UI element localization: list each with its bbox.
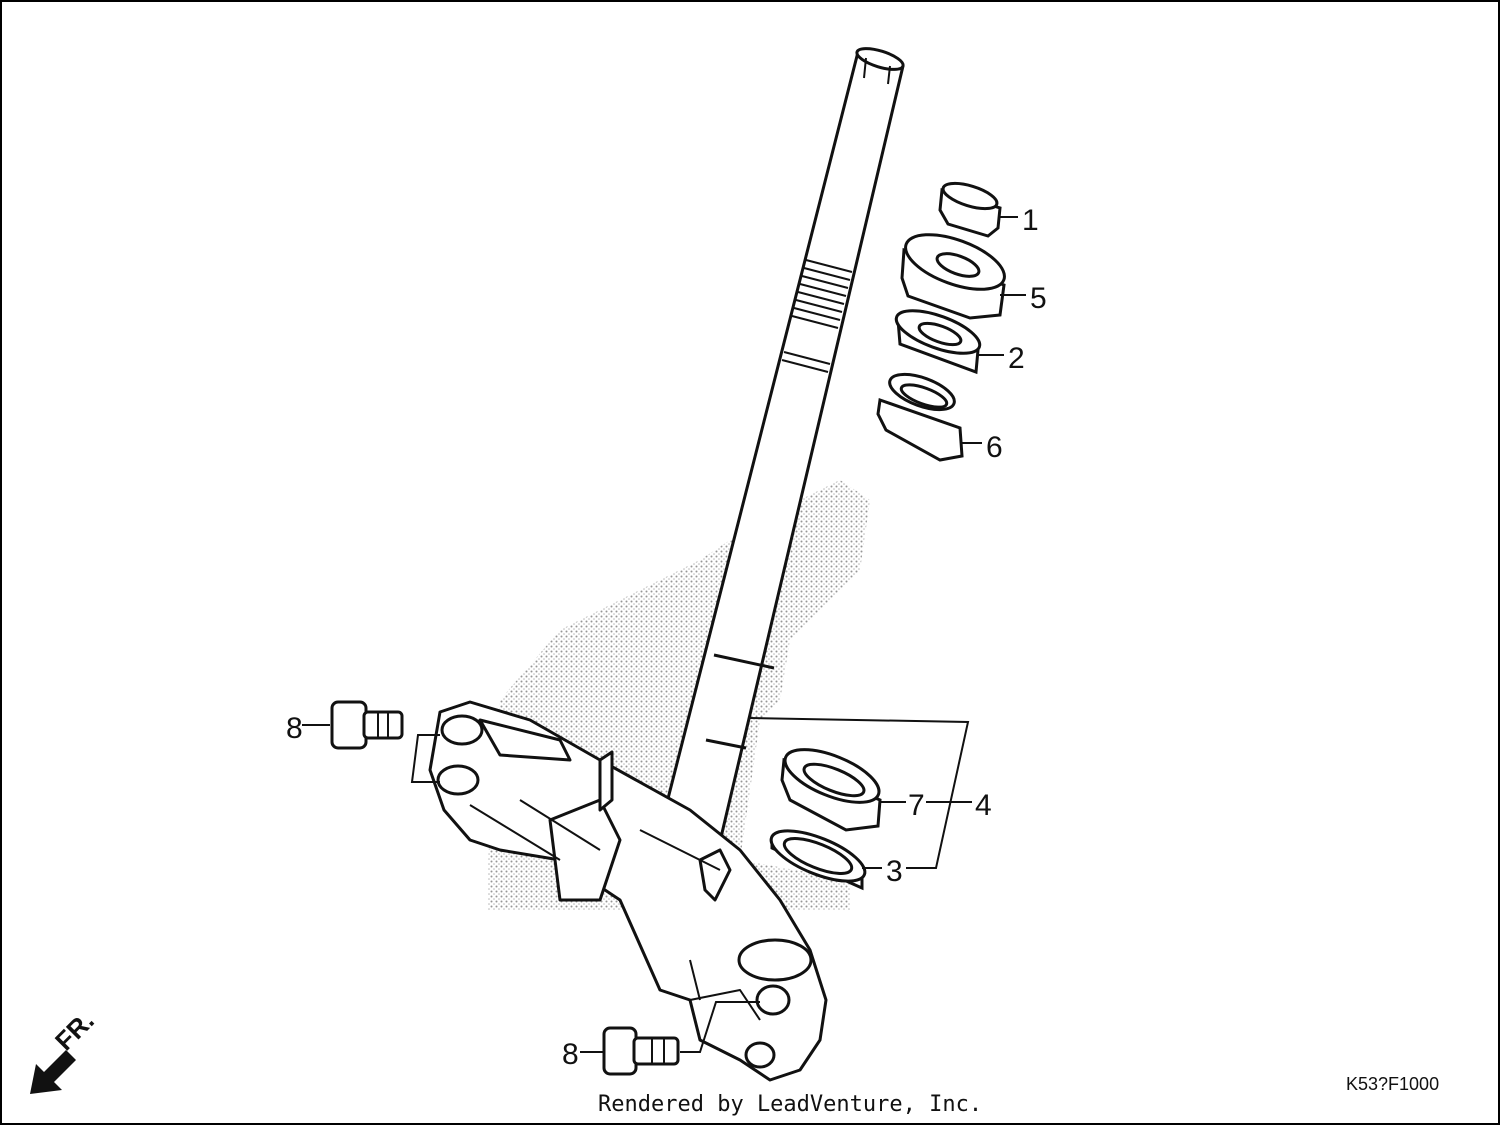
- callout-8-lower: 8: [562, 1038, 579, 1071]
- callout-3: 3: [886, 855, 903, 888]
- part-2-bearing: [894, 309, 982, 375]
- callout-2: 2: [1008, 342, 1025, 375]
- part-8-bolt-lower: [602, 1026, 680, 1076]
- bottom-bridge: [428, 700, 828, 1082]
- part-1-stem-nut: [938, 181, 1002, 238]
- part-8-bolt-upper: [330, 700, 404, 750]
- diagram-code: K53?F1000: [1346, 1074, 1440, 1094]
- front-direction-marker: FR.: [30, 1005, 100, 1094]
- callout-4: 4: [975, 789, 992, 822]
- part-7-lower-race: [780, 748, 882, 832]
- part-3-dust-seal: [769, 829, 867, 891]
- render-credit: Rendered by LeadVenture, Inc.: [598, 1092, 983, 1117]
- callout-6: 6: [986, 431, 1003, 464]
- callout-1: 1: [1022, 204, 1039, 237]
- part-6-outer-race: [876, 372, 964, 462]
- leader-lines: [302, 216, 1026, 1053]
- front-direction-label: FR.: [49, 1005, 100, 1056]
- steering-stem: [658, 47, 905, 852]
- callout-8-upper: 8: [286, 712, 303, 745]
- callout-5: 5: [1030, 282, 1047, 315]
- callout-7: 7: [908, 789, 925, 822]
- part-5-upper-race: [900, 233, 1006, 320]
- arrow-down-left-icon: [30, 1050, 76, 1094]
